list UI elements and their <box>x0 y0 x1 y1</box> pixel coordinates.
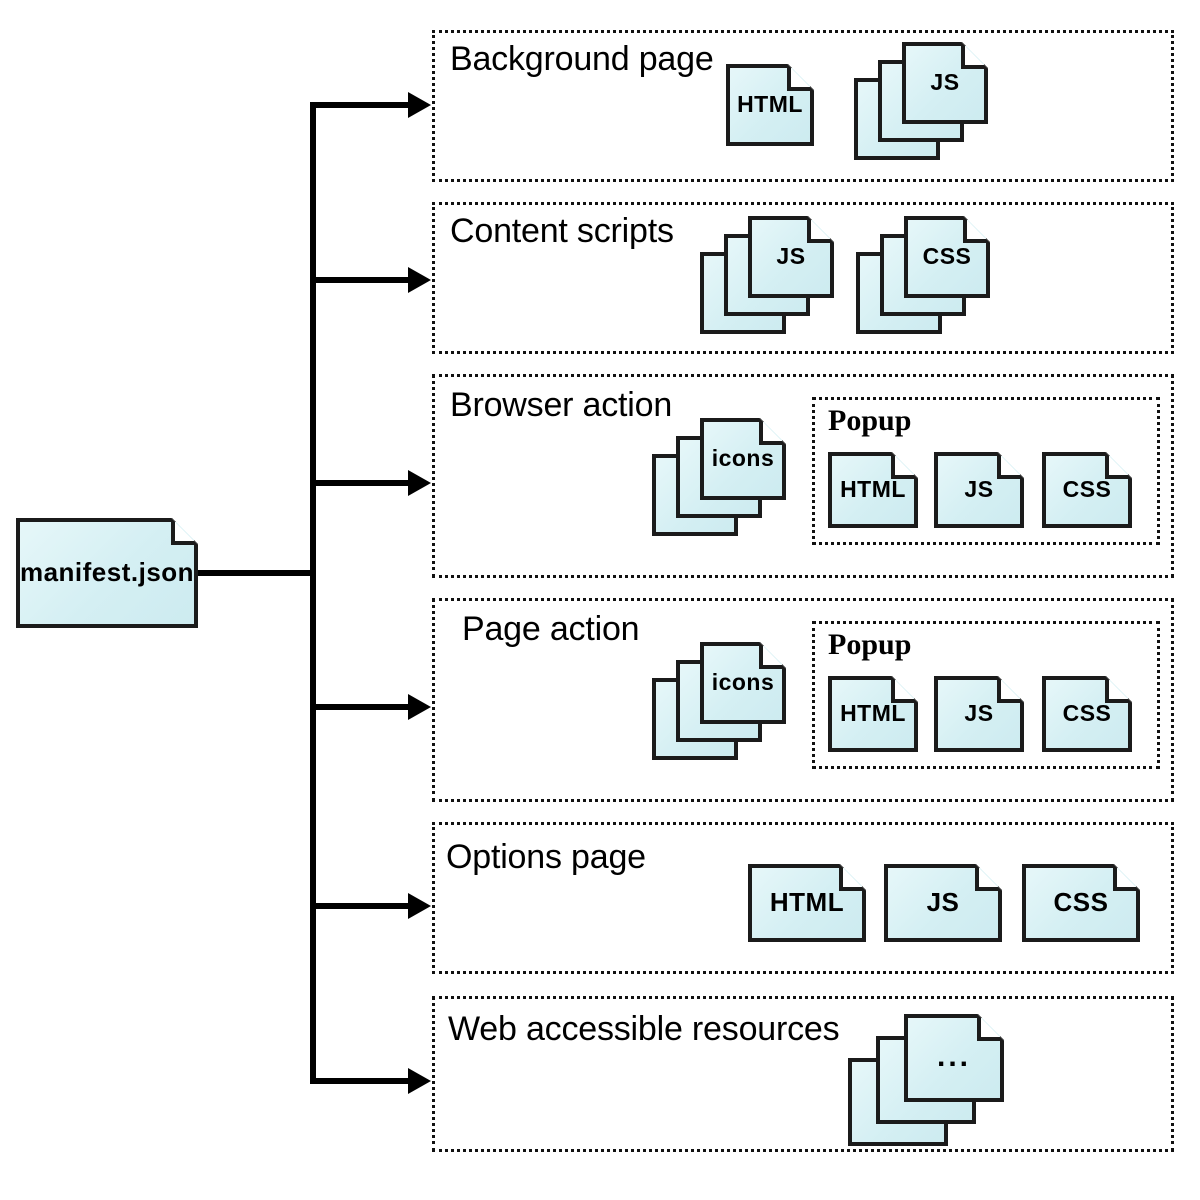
connector-branch-page-action <box>310 704 420 710</box>
manifest-json-node[interactable]: manifest.json <box>16 518 198 628</box>
section-browser-action[interactable] <box>432 374 1174 578</box>
file-label: ... <box>936 1040 971 1073</box>
file-label: CSS <box>1062 699 1112 726</box>
file-js-options-page[interactable]: JS <box>884 864 1002 942</box>
connector-branch-content-scripts <box>310 277 420 283</box>
file-label: JS <box>964 699 994 726</box>
stack-sheet-front: icons <box>700 418 786 500</box>
stack-sheet-front: icons <box>700 642 786 724</box>
file-icon <box>934 676 1024 752</box>
connector-branch-background-page <box>310 102 420 108</box>
arrow-browser-action <box>408 470 431 496</box>
section-label-options-page: Options page <box>446 838 646 876</box>
file-label: JS <box>926 886 960 917</box>
file-stack-js-background-page[interactable]: JS <box>854 42 988 162</box>
file-label: JS <box>930 68 960 95</box>
file-html-options-page[interactable]: HTML <box>748 864 866 942</box>
section-label-web-accessible-resources: Web accessible resources <box>448 1010 840 1048</box>
file-label: HTML <box>737 90 803 117</box>
connector-branch-browser-action <box>310 480 420 486</box>
file-icon <box>828 676 918 752</box>
popup-file-js-page-action[interactable]: JS <box>934 676 1024 752</box>
file-icon <box>16 518 198 628</box>
popup-label-page-action: Popup <box>828 628 912 661</box>
file-label: HTML <box>769 886 845 917</box>
file-icon <box>1022 864 1140 942</box>
section-label-page-action: Page action <box>462 610 640 648</box>
section-label-background-page: Background page <box>450 40 714 78</box>
popup-file-html-browser-action[interactable]: HTML <box>828 452 918 528</box>
popup-box-browser-action[interactable] <box>812 397 1160 545</box>
popup-file-css-browser-action[interactable]: CSS <box>1042 452 1132 528</box>
stack-sheet-front: ... <box>904 1014 1004 1102</box>
stack-sheet-front: JS <box>902 42 988 124</box>
popup-file-css-page-action[interactable]: CSS <box>1042 676 1132 752</box>
file-label: HTML <box>840 699 906 726</box>
file-label: CSS <box>1053 886 1109 917</box>
connector-branch-options-page <box>310 903 420 909</box>
file-label: CSS <box>922 242 972 269</box>
connector-trunk <box>310 102 316 1084</box>
stack-sheet-front: CSS <box>904 216 990 298</box>
file-icon <box>902 42 988 124</box>
file-label: HTML <box>840 475 906 502</box>
popup-file-html-page-action[interactable]: HTML <box>828 676 918 752</box>
popup-label-browser-action: Popup <box>828 404 912 437</box>
stack-sheet-front: JS <box>748 216 834 298</box>
file-stack-web-accessible-resources[interactable]: ... <box>848 1014 1004 1146</box>
file-label: JS <box>964 475 994 502</box>
file-label: JS <box>776 242 806 269</box>
file-html-background-page[interactable]: HTML <box>726 64 814 146</box>
section-label-content-scripts: Content scripts <box>450 212 674 250</box>
section-options-page[interactable] <box>432 822 1174 974</box>
file-stack-icons-page-action[interactable]: icons <box>652 642 786 762</box>
connector-branch-web-accessible-resources <box>310 1078 420 1084</box>
manifest-json-label: manifest.json <box>19 556 195 587</box>
popup-box-page-action[interactable] <box>812 621 1160 769</box>
file-stack-js-content-scripts[interactable]: JS <box>700 216 834 336</box>
section-page-action[interactable] <box>432 598 1174 802</box>
arrow-page-action <box>408 694 431 720</box>
file-stack-css-content-scripts[interactable]: CSS <box>856 216 990 336</box>
connector-root-stem <box>196 570 316 576</box>
file-stack-icons-browser-action[interactable]: icons <box>652 418 786 538</box>
section-web-accessible-resources[interactable] <box>432 996 1174 1152</box>
arrow-content-scripts <box>408 267 431 293</box>
section-background-page[interactable] <box>432 30 1174 182</box>
section-label-browser-action: Browser action <box>450 386 673 424</box>
section-content-scripts[interactable] <box>432 202 1174 354</box>
arrow-options-page <box>408 893 431 919</box>
file-label: CSS <box>1062 475 1112 502</box>
file-css-options-page[interactable]: CSS <box>1022 864 1140 942</box>
file-icon <box>726 64 814 146</box>
file-icon <box>904 1014 1004 1102</box>
file-label: icons <box>711 444 775 471</box>
file-label: icons <box>711 668 775 695</box>
arrow-web-accessible-resources <box>408 1068 431 1094</box>
popup-file-js-browser-action[interactable]: JS <box>934 452 1024 528</box>
arrow-background-page <box>408 92 431 118</box>
